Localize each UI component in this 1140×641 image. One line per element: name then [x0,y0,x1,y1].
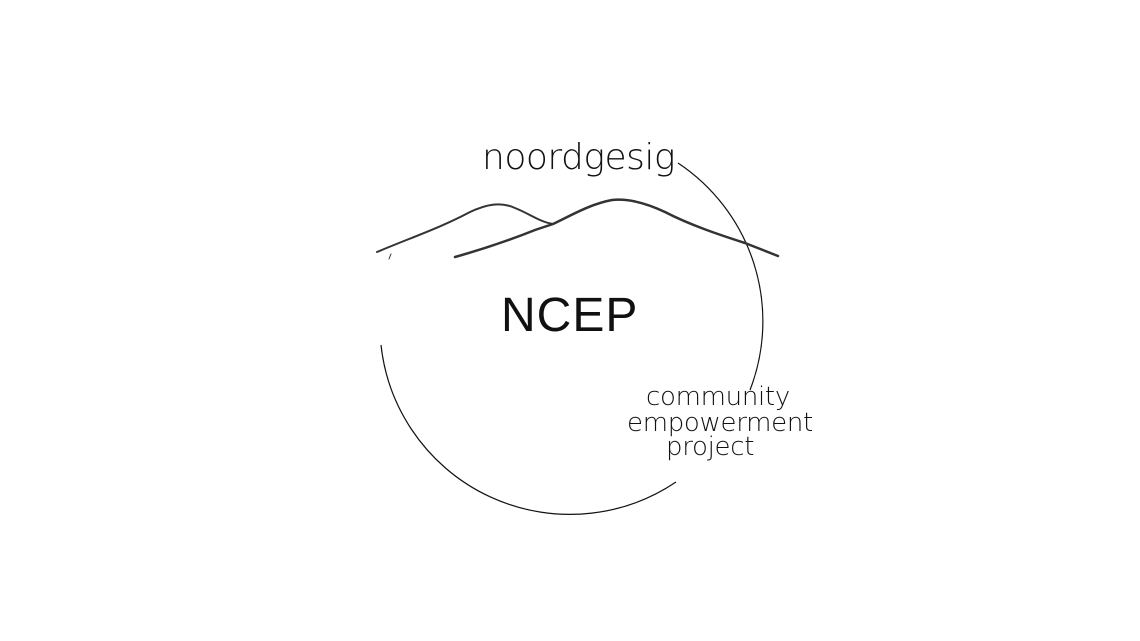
mountain-icon [376,198,780,260]
brand-name: noordgesig [482,137,676,178]
tagline-line: empowerment [627,408,813,438]
acronym: NCEP [501,289,639,342]
tagline-line: project [666,432,755,462]
circle-arc [380,162,764,515]
tagline-line: community [646,382,790,412]
